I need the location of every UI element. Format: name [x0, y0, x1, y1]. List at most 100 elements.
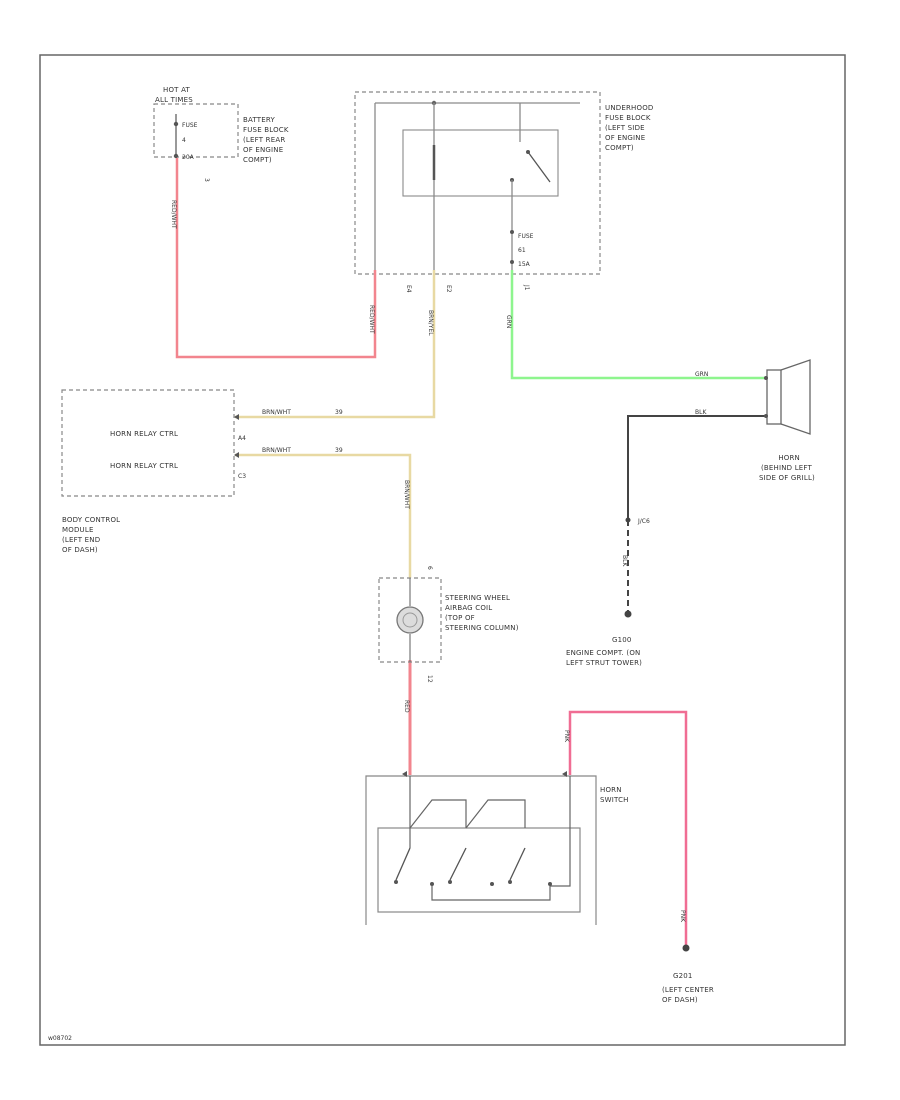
underhood-desc-1: UNDERHOOD [605, 104, 654, 112]
underhood-fuse-block: FUSE 61 15A UNDERHOOD FUSE BLOCK (LEFT S… [354, 91, 654, 293]
bcm-row-1: HORN RELAY CTRL [110, 430, 178, 438]
switch-return-bus [431, 886, 551, 901]
battery-fuse-label: FUSE [182, 122, 198, 129]
wire-label-red-top-2: RED/WHT [368, 305, 375, 334]
horn-switch-desc-2: SWITCH [600, 796, 629, 804]
horn-switch: HORN SWITCH [365, 771, 629, 925]
switch-connector-right [562, 771, 567, 777]
wire-pink-switch-to-ground [568, 710, 688, 945]
switch-contact-3 [509, 847, 526, 881]
battery-desc-4: OF ENGINE [243, 146, 283, 154]
wire-label-black-h: BLK [695, 409, 707, 416]
coil-pin-bottom: 12 [426, 675, 433, 683]
bcm-pin-a: A4 [238, 435, 246, 442]
battery-fuse-block-outline [153, 103, 239, 158]
junction-label: J/C6 [637, 518, 650, 525]
underhood-pin-1: E4 [405, 285, 412, 293]
wire-label-green-v: GRN [505, 315, 512, 328]
airbag-coil: 6 12 STEERING WHEEL AIRBAG COIL (TOP OF … [378, 566, 519, 683]
junction-node [625, 517, 631, 523]
battery-hot-line-2: ALL TIMES [155, 96, 193, 104]
wire-label-red-low: RED [403, 700, 410, 713]
coil-desc-4: STEERING COLUMN) [445, 624, 519, 632]
underhood-fuse-terminal-top [510, 230, 514, 234]
wire-label-pink-v: PNK [679, 910, 686, 923]
underhood-desc-4: OF ENGINE [605, 134, 645, 142]
switch-pad-5 [508, 880, 512, 884]
switch-pad-6 [548, 882, 552, 886]
underhood-desc-5: COMPT) [605, 144, 634, 152]
bcm-connector-c [234, 452, 239, 458]
wire-label-yellow-a: BRN/WHT [262, 409, 291, 416]
horn-switch-inner [377, 827, 581, 913]
wire-label-yellow-a-ref: 39 [335, 409, 343, 416]
bcm-outline [61, 389, 235, 497]
ground-g100-desc-1: ENGINE COMPT. (ON [566, 649, 640, 657]
wire-label-pink-top: PNK [563, 730, 570, 743]
underhood-pin-3: J1 [523, 284, 530, 291]
bcm-desc-2: MODULE [62, 526, 94, 534]
ground-g100-desc-2: LEFT STRUT TOWER) [566, 659, 642, 667]
underhood-fuse-num: 61 [518, 247, 526, 254]
relay-contact-a [526, 150, 530, 154]
wire-label-yellow-b-ref: 39 [335, 447, 343, 454]
wire-label-yellow-top: BRN/YEL [427, 310, 434, 336]
coil-pin-top: 6 [426, 566, 433, 570]
wire-label-yellow-down: BRN/WHT [403, 480, 410, 509]
ground-g100-icon [624, 610, 632, 618]
wire-black-horn-to-junction [627, 415, 765, 520]
underhood-fuse-terminal-bottom [510, 260, 514, 264]
battery-fuse-amp: 20A [182, 154, 195, 161]
ground-g201-icon [682, 944, 690, 952]
bcm-pin-c: C3 [238, 473, 246, 480]
switch-pad-4 [490, 882, 494, 886]
horn-desc-2: (BEHIND LEFT [761, 464, 813, 472]
ground-g201-desc-2: OF DASH) [662, 996, 698, 1004]
switch-pad-3 [448, 880, 452, 884]
wire-yellow-relay-to-bcm [235, 270, 436, 419]
switch-contact-1 [395, 847, 411, 881]
horn-terminal-1 [764, 376, 768, 380]
horn-bell-icon [780, 359, 811, 435]
horn-switch-desc-1: HORN [600, 786, 622, 794]
switch-pad-1 [394, 880, 398, 884]
ground-g100-code: G100 [612, 636, 632, 644]
switch-bridge-1 [409, 799, 467, 829]
relay-contact-arm [527, 151, 551, 183]
ground-g201-code: G201 [673, 972, 693, 980]
coil-desc-2: AIRBAG COIL [445, 604, 492, 612]
horn-body [766, 369, 782, 425]
underhood-pin-2: E2 [445, 285, 452, 293]
clockspring-icon [396, 606, 424, 634]
wire-red-battery-to-underhood [175, 158, 377, 359]
switch-connector-left [402, 771, 407, 777]
battery-desc-5: COMPT) [243, 156, 272, 164]
bcm-desc-3: (LEFT END [62, 536, 100, 544]
bcm-desc-1: BODY CONTROL [62, 516, 120, 524]
wire-green-fuse-to-horn [510, 270, 765, 380]
battery-desc-1: BATTERY [243, 116, 276, 124]
horn-relay-box [402, 129, 559, 197]
battery-fuse-terminal-bottom [173, 153, 179, 159]
battery-fuse-num: 4 [182, 137, 186, 144]
underhood-fuse-amp: 15A [518, 261, 531, 268]
horn-terminal-2 [764, 414, 768, 418]
wire-label-black-v: BLK [621, 555, 628, 567]
diagram-frame [39, 54, 846, 1046]
battery-fuse-block: HOT AT ALL TIMES FUSE 4 20A 3 BATTERY FU… [153, 86, 289, 182]
horn-component: HORN (BEHIND LEFT SIDE OF GRILL) [759, 359, 815, 482]
clockspring-inner-icon [402, 612, 418, 628]
switch-bridge-2 [465, 799, 526, 829]
footer-code: w08702 [48, 1035, 72, 1042]
underhood-fuse-label: FUSE [518, 233, 534, 240]
underhood-desc-2: FUSE BLOCK [605, 114, 651, 122]
battery-hot-line-1: HOT AT [163, 86, 191, 94]
underhood-desc-3: (LEFT SIDE [605, 124, 645, 132]
body-control-module: HORN RELAY CTRL HORN RELAY CTRL A4 C3 BO… [61, 389, 246, 554]
underhood-block-outline [354, 91, 601, 275]
battery-pin-label: 3 [203, 178, 210, 182]
coil-desc-3: (TOP OF [445, 614, 475, 622]
switch-contact-2 [449, 847, 467, 881]
